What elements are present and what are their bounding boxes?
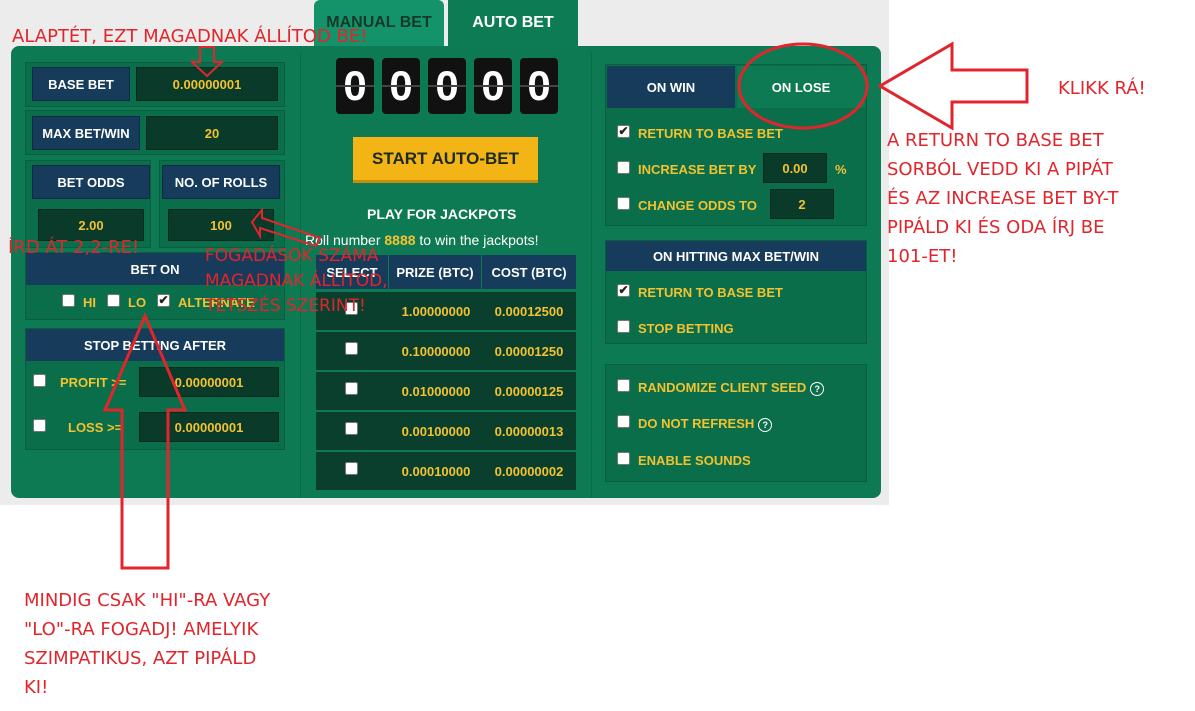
max-bet-label: MAX BET/WIN [32, 116, 140, 150]
cost-cell: 0.00012500 [494, 303, 564, 319]
sounds-label: ENABLE SOUNDS [638, 453, 751, 468]
profit-label: PROFIT >= [60, 375, 127, 390]
annotation-click: KLIKK RÁ! [1058, 78, 1146, 99]
prize-cell: 0.10000000 [401, 343, 471, 359]
base-bet-arrow-icon [189, 46, 225, 78]
stop-betting-label: STOP BETTING [638, 321, 734, 336]
annotation-base-bet: ALAPTÉT, EZT MAGADNAK ÁLLÍTOD BE! [12, 26, 368, 47]
on-win-tab[interactable]: ON WIN [607, 66, 735, 108]
cost-cell: 0.00000013 [494, 423, 564, 439]
no-refresh-label: DO NOT REFRESH? [638, 416, 773, 432]
no-refresh-checkbox[interactable] [617, 415, 630, 428]
jackpot-number: 8888 [384, 232, 416, 248]
column-divider [300, 52, 301, 498]
percent-sign: % [835, 162, 847, 177]
table-row: 0.00010000 0.00000002 [316, 452, 576, 490]
roll-digit: 0 [474, 58, 512, 114]
jackpot-text: Roll number 8888 to win the jackpots! [305, 232, 539, 248]
max-return-base-checkbox[interactable]: ✔ [617, 283, 630, 297]
stop-betting-checkbox[interactable] [617, 320, 630, 333]
roll-digit: 0 [520, 58, 558, 114]
increase-by-checkbox[interactable] [617, 161, 630, 174]
rolls-input[interactable]: 100 [168, 209, 274, 241]
profit-checkbox[interactable] [33, 374, 46, 387]
lo-label: LO [128, 295, 147, 310]
return-base-label: RETURN TO BASE BET [638, 126, 783, 141]
tab-manual-bet[interactable]: MANUAL BET [314, 0, 444, 46]
change-odds-input[interactable]: 2 [770, 189, 834, 219]
on-lose-highlight-icon [737, 42, 869, 130]
column-divider [591, 52, 592, 498]
annotation-bottom: MINDIG CSAK "HI"-RA VAGY "LO"-RA FOGADJ!… [24, 590, 271, 698]
jackpot-checkbox[interactable] [345, 382, 358, 395]
max-hit-header: ON HITTING MAX BET/WIN [606, 241, 866, 271]
change-odds-checkbox[interactable] [617, 197, 630, 210]
loss-label: LOSS >= [68, 420, 123, 435]
table-row: 1.00000000 0.00012500 [316, 292, 576, 330]
rolls-label: NO. OF ROLLS [162, 165, 280, 199]
prize-cell: 1.00000000 [401, 303, 471, 319]
hi-checkbox[interactable] [62, 294, 75, 307]
help-icon: ? [810, 381, 825, 396]
annotation-rolls: FOGADÁSOK SZÁMA MAGADNAK ÁLLÍTOD, TETSZÉ… [205, 246, 388, 316]
roll-digit: 0 [336, 58, 374, 114]
annotation-right: A RETURN TO BASE BET SORBÓL VEDD KI A PI… [887, 130, 1119, 267]
loss-input[interactable]: 0.00000001 [139, 412, 279, 442]
cost-cell: 0.00000125 [494, 383, 564, 399]
increase-by-label: INCREASE BET BY [638, 162, 757, 177]
tab-auto-bet[interactable]: AUTO BET [448, 0, 578, 46]
cost-cell: 0.00001250 [494, 343, 564, 359]
alternate-label: ALTERNATE [178, 295, 255, 310]
jackpot-checkbox[interactable] [345, 302, 358, 315]
left-arrow-icon [877, 41, 1029, 131]
randomize-label: RANDOMIZE CLIENT SEED? [638, 380, 825, 396]
jackpot-checkbox[interactable] [345, 422, 358, 435]
cost-cell: 0.00000002 [494, 463, 564, 479]
on-lose-tab[interactable]: ON LOSE [737, 66, 865, 108]
cost-header: COST (BTC) [482, 255, 576, 289]
alternate-checkbox[interactable]: ✔ [157, 293, 170, 307]
prize-cell: 0.01000000 [401, 383, 471, 399]
randomize-checkbox[interactable] [617, 379, 630, 392]
jackpot-title: PLAY FOR JACKPOTS [367, 206, 517, 222]
sounds-checkbox[interactable] [617, 452, 630, 465]
change-odds-label: CHANGE ODDS TO [638, 198, 757, 213]
help-icon: ? [758, 417, 773, 432]
annotation-odds: ÍRD ÁT 2,2-RE! [8, 237, 140, 258]
start-auto-bet-button[interactable]: START AUTO-BET [353, 137, 538, 183]
stop-after-header: STOP BETTING AFTER [26, 329, 284, 361]
roll-digit: 0 [382, 58, 420, 114]
options-box [605, 364, 867, 482]
base-bet-input[interactable]: 0.00000001 [136, 67, 278, 101]
table-row: 0.00100000 0.00000013 [316, 412, 576, 450]
bet-on-header: BET ON [26, 253, 284, 285]
up-arrow-icon [102, 312, 188, 570]
jackpot-checkbox[interactable] [345, 342, 358, 355]
prize-cell: 0.00010000 [401, 463, 471, 479]
lo-checkbox[interactable] [107, 294, 120, 307]
roll-digit: 0 [428, 58, 466, 114]
loss-checkbox[interactable] [33, 419, 46, 432]
rolls-arrow-icon [250, 207, 322, 248]
max-bet-input[interactable]: 20 [146, 116, 278, 150]
prize-header: PRIZE (BTC) [389, 255, 481, 289]
hi-label: HI [83, 295, 96, 310]
return-base-checkbox[interactable]: ✔ [617, 124, 630, 138]
prize-cell: 0.00100000 [401, 423, 471, 439]
bet-odds-input[interactable]: 2.00 [38, 209, 144, 241]
bet-odds-label: BET ODDS [32, 165, 150, 199]
max-return-base-label: RETURN TO BASE BET [638, 285, 783, 300]
increase-by-input[interactable]: 0.00 [763, 153, 827, 183]
profit-input[interactable]: 0.00000001 [139, 367, 279, 397]
select-header: SELECT [316, 255, 388, 289]
table-row: 0.01000000 0.00000125 [316, 372, 576, 410]
base-bet-label: BASE BET [32, 67, 130, 101]
table-row: 0.10000000 0.00001250 [316, 332, 576, 370]
jackpot-checkbox[interactable] [345, 462, 358, 475]
